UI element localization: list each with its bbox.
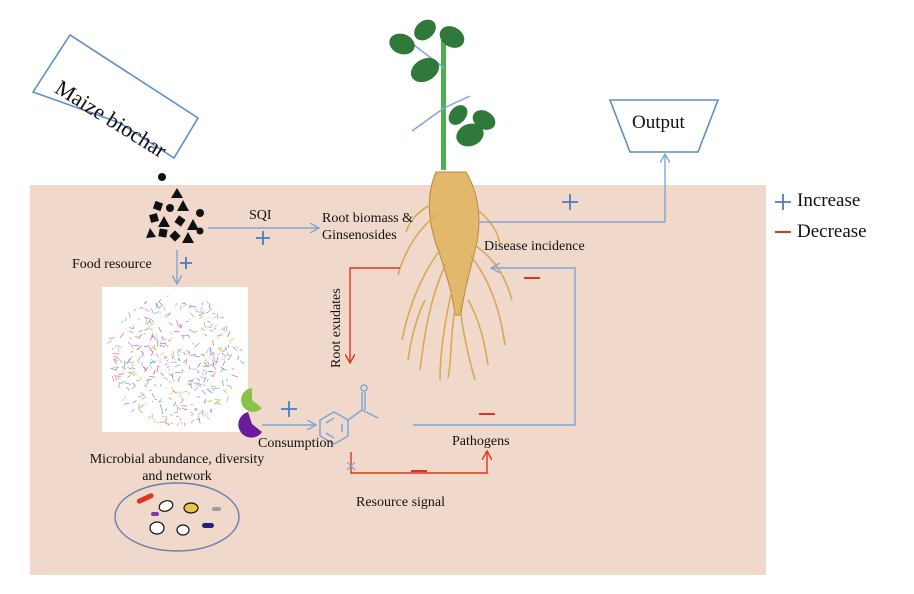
sqi-label: SQI [249, 208, 272, 223]
output-label: Output [632, 112, 685, 133]
microbial-label: Microbial abundance, diversity and netwo… [62, 451, 292, 485]
microbial-label-line2: and network [142, 469, 212, 484]
legend-decrease-label: Decrease [797, 221, 867, 242]
arrow-root-to-output [478, 155, 665, 223]
plus-sign-sqi [256, 231, 270, 245]
arrow-root-exudates [350, 267, 400, 362]
microbe-consumer-green [241, 388, 262, 412]
root-biomass-label: Root biomass & [322, 211, 414, 226]
consumption-label: Consumption [258, 436, 334, 451]
legend-increase-label: Increase [797, 190, 861, 211]
output-shape [608, 99, 720, 153]
microbe-community-icon [114, 482, 240, 552]
legend-increase-symbol [775, 194, 791, 210]
microbial-label-line1: Microbial abundance, diversity [89, 452, 265, 467]
disease-incidence-label: Disease incidence [484, 239, 585, 254]
plus-sign-food [180, 257, 192, 269]
ginseng-plant-icon [389, 19, 513, 381]
ginsenosides-label: Ginsenosides [322, 228, 397, 243]
plus-sign-consumption [281, 401, 297, 417]
microbial-network-image [102, 287, 248, 432]
biochar-particles-icon [146, 173, 204, 243]
maize-biochar-shape [31, 33, 200, 160]
pathogens-label: Pathogens [452, 434, 510, 449]
root-exudates-label: Root exudates [329, 288, 344, 368]
resource-signal-label: Resource signal [356, 495, 446, 510]
acetophenone-molecule-icon [319, 384, 379, 445]
microbe-consumer-purple [238, 412, 262, 438]
arrow-pathogens-to-disease [413, 268, 576, 426]
arrow-resource-signal [350, 452, 487, 474]
food-resource-label: Food resource [72, 257, 152, 272]
plus-sign-output [562, 194, 578, 210]
